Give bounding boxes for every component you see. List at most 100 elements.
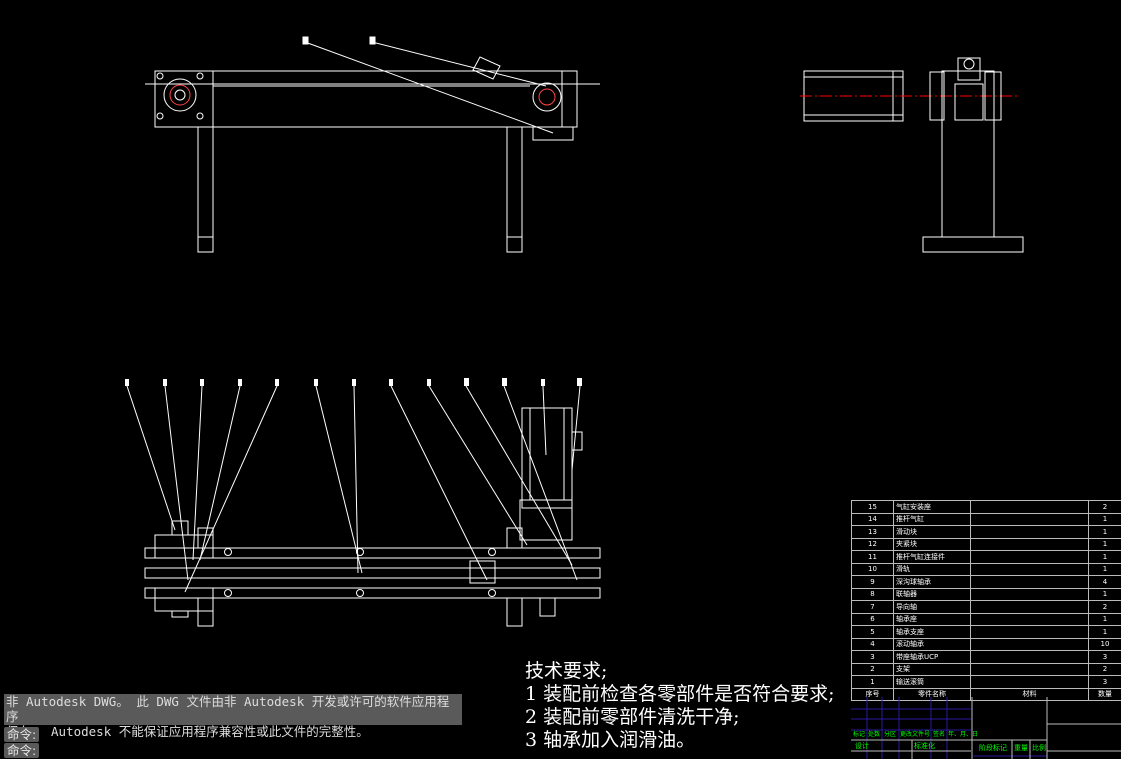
side-view (800, 57, 1024, 253)
bom-qty: 2 (1088, 500, 1121, 514)
bom-name: 联轴器 (893, 587, 971, 601)
bom-no: 4 (851, 637, 894, 651)
bom-name: 推杆气缸连接件 (893, 550, 971, 564)
bom-material (970, 575, 1089, 589)
bom-name: 轴承支座 (893, 625, 971, 639)
bom-qty: 2 (1088, 662, 1121, 676)
bom-qty: 1 (1088, 550, 1121, 564)
bom-no: 12 (851, 537, 894, 551)
bom-qty: 3 (1088, 675, 1121, 689)
bom-no: 6 (851, 612, 894, 626)
bom-material (970, 650, 1089, 664)
tech-requirement-2: 2 装配前零部件清洗干净; (525, 706, 740, 728)
bom-name: 输送滚筒 (893, 675, 971, 689)
bom-material (970, 600, 1089, 614)
tb-mark: 标记 (853, 731, 866, 738)
bom-qty: 1 (1088, 525, 1121, 539)
bom-no: 7 (851, 600, 894, 614)
bom-qty: 1 (1088, 512, 1121, 526)
bom-material (970, 675, 1089, 689)
bom-material (970, 637, 1089, 651)
bom-material (970, 500, 1089, 514)
tb-scale: 比例 (1032, 744, 1046, 752)
bom-no: 8 (851, 587, 894, 601)
bom-material (970, 625, 1089, 639)
bom-material (970, 512, 1089, 526)
bom-name: 气缸安装座 (893, 500, 971, 514)
bom-qty: 10 (1088, 637, 1121, 651)
title-block: 标记 处数 分区 更改文件号 签名 年、月、日 设计 标准化 阶段标记 重量 比… (851, 697, 1121, 759)
tb-standard: 标准化 (914, 742, 935, 750)
tech-requirement-3: 3 轴承加入润滑油。 (525, 729, 696, 751)
tb-weight: 重量 (1014, 744, 1028, 752)
bom-name: 滑轨 (893, 562, 971, 576)
bom-qty: 3 (1088, 650, 1121, 664)
tb-date: 年、月、日 (948, 731, 979, 738)
front-view (145, 36, 600, 253)
bom-name: 导向轴 (893, 600, 971, 614)
bom-name: 夹紧块 (893, 537, 971, 551)
bom-no: 14 (851, 512, 894, 526)
bom-no: 13 (851, 525, 894, 539)
bom-qty: 1 (1088, 587, 1121, 601)
tb-count: 处数 (868, 731, 881, 738)
bom-material (970, 525, 1089, 539)
bom-no: 1 (851, 675, 894, 689)
bom-no: 3 (851, 650, 894, 664)
warning-line-1: 非 Autodesk DWG。 此 DWG 文件由非 Autodesk 开发或许… (6, 694, 450, 724)
tech-requirements-title: 技术要求; (525, 660, 608, 682)
bom-qty: 1 (1088, 612, 1121, 626)
bom-no: 9 (851, 575, 894, 589)
bom-material (970, 550, 1089, 564)
tb-sign: 签名 (933, 731, 946, 738)
tb-design: 设计 (855, 742, 869, 750)
bom-name: 带座轴承UCP (893, 650, 971, 664)
bom-material (970, 662, 1089, 676)
bom-qty: 4 (1088, 575, 1121, 589)
bom-name: 支架 (893, 662, 971, 676)
bom-name: 滚动轴承 (893, 637, 971, 651)
bom-no: 11 (851, 550, 894, 564)
bom-no: 5 (851, 625, 894, 639)
bom-material (970, 562, 1089, 576)
bom-name: 深沟球轴承 (893, 575, 971, 589)
balloon-labels (125, 378, 582, 386)
bom-no: 2 (851, 662, 894, 676)
bom-no: 15 (851, 500, 894, 514)
bom-qty: 1 (1088, 537, 1121, 551)
bom-material (970, 537, 1089, 551)
bom-no: 10 (851, 562, 894, 576)
bom-material (970, 587, 1089, 601)
bom-qty: 1 (1088, 625, 1121, 639)
tb-change-doc: 更改文件号 (900, 731, 931, 738)
bom-name: 推杆气缸 (893, 512, 971, 526)
top-view (126, 385, 601, 627)
bom-qty: 1 (1088, 562, 1121, 576)
bom-material (970, 612, 1089, 626)
warning-line-2: 保存。 Autodesk 不能保证应用程序兼容性或此文件的完整性。 (6, 724, 369, 739)
tb-stage: 阶段标记 (979, 744, 1007, 752)
tech-requirement-1: 1 装配前检查各零部件是否符合要求; (525, 683, 835, 705)
command-history-warning: 非 Autodesk DWG。 此 DWG 文件由非 Autodesk 开发或许… (4, 694, 462, 739)
bom-name: 轴承座 (893, 612, 971, 626)
command-prompt-2[interactable]: 命令: (4, 743, 40, 758)
bom-name: 滑动块 (893, 525, 971, 539)
bom-qty: 2 (1088, 600, 1121, 614)
command-prompt[interactable]: 命令: (4, 727, 40, 742)
